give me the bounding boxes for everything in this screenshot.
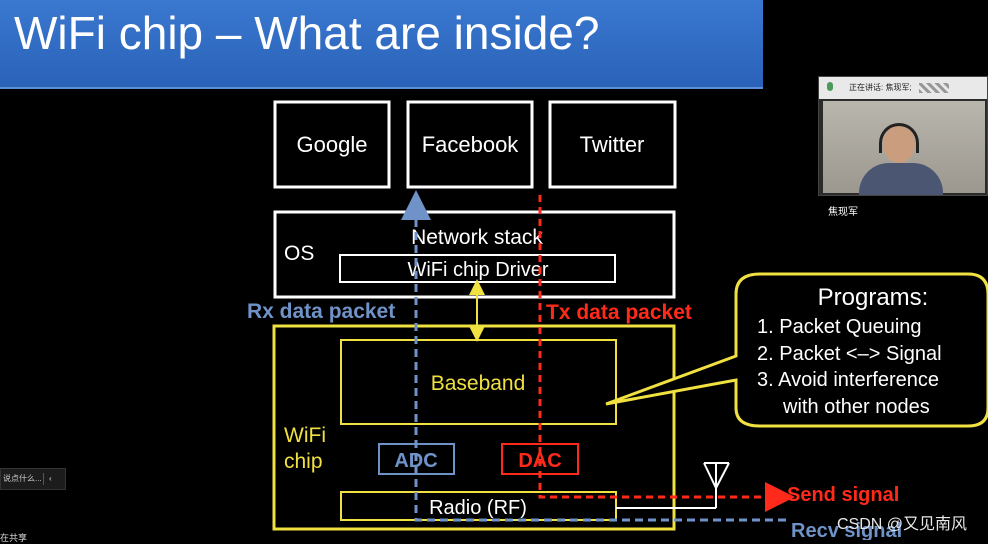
recv-signal-label: Recv signal — [791, 520, 902, 540]
chevron-left-icon[interactable]: ‹ — [49, 474, 52, 483]
tx-path — [538, 195, 795, 512]
google-box — [273, 100, 391, 189]
radio-box — [340, 491, 617, 521]
video-header: 正在讲话: 焦现军; — [819, 77, 987, 99]
speaker-video-tile[interactable]: 正在讲话: 焦现军; 焦现军 — [818, 76, 988, 218]
send-signal-label: Send signal — [787, 484, 899, 506]
google-label: Google — [297, 132, 368, 157]
callout-title: Programs: — [818, 284, 929, 311]
chat-divider — [43, 473, 44, 485]
mic-icon — [827, 82, 833, 91]
facebook-label: Facebook — [422, 132, 520, 157]
programs-callout — [605, 272, 988, 428]
csdn-watermark: CSDN @又见南风 — [837, 516, 968, 533]
antenna-icon — [616, 462, 730, 509]
radio-label: Radio (RF) — [429, 497, 527, 519]
callout-line-4: with other nodes — [782, 396, 930, 418]
slide-title-bar: WiFi chip – What are inside? — [0, 0, 763, 89]
twitter-box — [548, 100, 677, 189]
share-status-label: 在共享 — [0, 533, 28, 543]
baseband-label: Baseband — [431, 372, 526, 395]
rx-label: Rx data packet — [247, 300, 395, 323]
twitter-label: Twitter — [580, 132, 645, 157]
network-stack-label: Network stack — [411, 226, 543, 249]
chip-label-chip: chip — [284, 450, 323, 473]
speaker-body — [859, 163, 943, 195]
tx-label: Tx data packet — [546, 301, 692, 324]
headset-icon — [879, 123, 919, 153]
slide-title: WiFi chip – What are inside? — [14, 7, 600, 59]
facebook-box — [406, 100, 534, 189]
speaker-name: 焦现军 — [825, 203, 861, 218]
chat-placeholder[interactable]: 说点什么... — [3, 474, 42, 483]
callout-line-1: 1. Packet Queuing — [757, 316, 922, 338]
video-feed: 焦现军 — [823, 101, 985, 218]
rx-path — [401, 190, 786, 522]
driver-label: WiFi chip Driver — [407, 259, 548, 281]
callout-line-3: 3. Avoid interference — [757, 369, 939, 391]
chat-input-bar[interactable]: 说点什么... ‹ — [0, 468, 66, 490]
os-label: OS — [284, 242, 314, 265]
chip-label-wifi: WiFi — [284, 424, 326, 447]
signal-icon — [919, 83, 949, 93]
speaking-label: 正在讲话: 焦现军; — [849, 83, 912, 92]
callout-line-2: 2. Packet <–> Signal — [757, 343, 942, 365]
